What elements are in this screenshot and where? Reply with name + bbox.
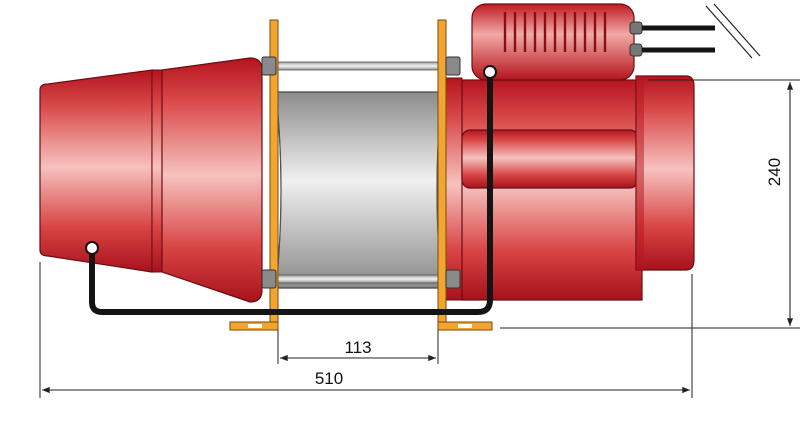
drum-width-label: 113 [344,338,371,357]
brake-housing [39,57,263,303]
frame-plate-left [229,19,279,331]
rope-drum [275,91,443,289]
dimension-drum-width: 113 [277,330,439,364]
motor-housing [445,75,695,301]
dimension-height: 240 [500,79,800,329]
frame-plate-right [437,19,493,331]
height-label: 240 [765,158,784,186]
frame-bolts [261,56,461,289]
cooling-fins [503,12,607,52]
terminal-box [471,3,635,81]
overall-width-label: 510 [315,369,343,388]
dimension-overall-width: 510 [39,262,693,398]
power-cables [629,3,761,59]
control-cable [85,65,497,315]
